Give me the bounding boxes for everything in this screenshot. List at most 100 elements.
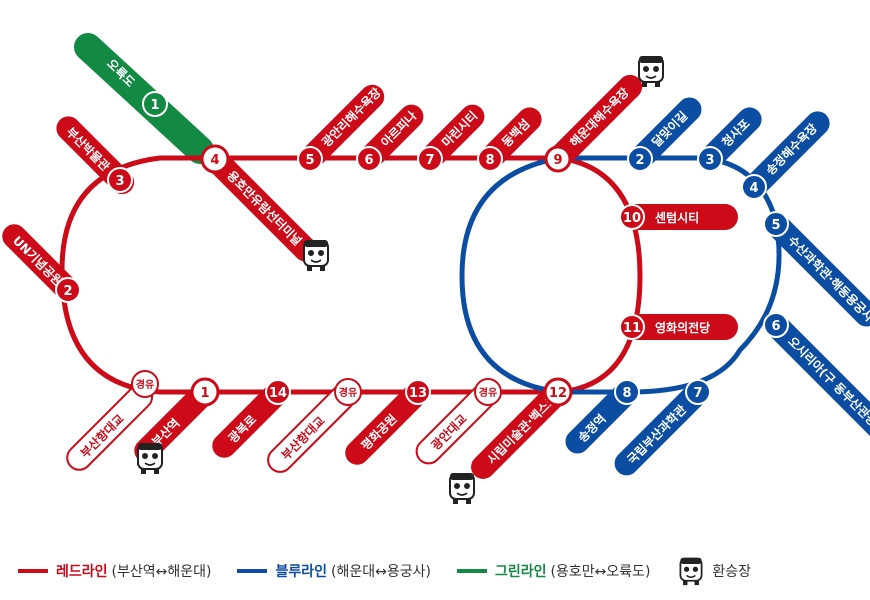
red-pill-2[interactable]: UN기념공원 2	[0, 219, 85, 307]
station-label: 영화의전당	[655, 320, 710, 335]
station-marker	[763, 312, 789, 338]
legend: 레드라인 (부산역↔해운대) 블루라인 (해운대↔용궁사) 그린라인 (용호만↔…	[18, 556, 858, 586]
blue-pill-6[interactable]: 오시리아(구 동부산관광단지) 6	[760, 309, 870, 460]
legend-red: 레드라인 (부산역↔해운대)	[18, 561, 211, 581]
legend-green-route: (용호만↔오륙도)	[550, 564, 651, 580]
station-marker	[405, 379, 431, 405]
legend-red-name: 레드라인	[56, 564, 108, 580]
station-marker	[200, 144, 230, 174]
label-pill	[620, 204, 738, 230]
station-marker	[474, 378, 502, 406]
station-marker	[356, 146, 382, 172]
station-marker	[543, 377, 573, 407]
legend-green-name: 그린라인	[494, 564, 547, 580]
station-marker	[297, 146, 323, 172]
label-pill	[204, 148, 318, 262]
bus-face-icon	[638, 55, 664, 88]
station-number: 3	[705, 153, 714, 168]
station-marker	[619, 204, 645, 230]
station-marker	[417, 146, 443, 172]
bus-face-icon	[449, 472, 475, 505]
legend-transfer-name: 환승장	[712, 564, 752, 580]
station-number: 14	[269, 386, 287, 401]
station-number: 8	[485, 153, 494, 168]
bus-face-icon	[303, 239, 329, 272]
bus-face-icon	[679, 556, 703, 586]
station-number: 8	[622, 386, 631, 401]
station-number: 1	[200, 386, 209, 401]
station-marker	[55, 277, 81, 303]
label-pill	[620, 314, 738, 340]
legend-blue-name: 블루라인	[275, 564, 327, 580]
label-pill	[345, 384, 426, 465]
legend-red-route: (부산역↔해운대)	[111, 564, 212, 580]
red-line-swatch	[18, 569, 48, 573]
label-pill	[547, 74, 643, 170]
station-label: 센텀시티	[655, 210, 699, 225]
via-pill-3[interactable]: 광안대교 경유	[412, 378, 503, 469]
station-label: 해운대해수욕장	[566, 85, 631, 150]
station-number: 1	[150, 98, 159, 113]
station-marker	[697, 146, 723, 172]
label-pill	[743, 111, 830, 198]
station-number: 4	[749, 181, 758, 196]
station-marker	[477, 146, 503, 172]
blue-pill-8[interactable]: 송정역 8	[561, 376, 643, 458]
station-marker	[334, 378, 362, 406]
blue-line-swatch	[237, 569, 268, 573]
station-marker	[544, 145, 572, 173]
legend-blue-route: (해운대↔용궁사)	[331, 564, 431, 580]
label-pill	[299, 84, 385, 170]
bus-face-icon	[137, 442, 163, 475]
station-number: 5	[305, 153, 314, 168]
blue-line-track-loop	[459, 155, 561, 395]
station-marker	[190, 377, 220, 407]
via-pill-1[interactable]: 부산항대교 경유	[62, 370, 159, 475]
station-number: 7	[693, 386, 702, 401]
station-number: 6	[364, 153, 373, 168]
station-number: 경유	[339, 386, 357, 399]
legend-blue: 블루라인 (해운대↔용궁사)	[237, 561, 431, 581]
station-number: 7	[425, 153, 434, 168]
station-label: 용호만유람선터미널	[224, 167, 305, 248]
station-number: 3	[115, 174, 124, 189]
station-number: 5	[771, 218, 780, 233]
station-number: 11	[623, 321, 641, 336]
station-number: 12	[549, 386, 567, 401]
blue-pill-2[interactable]: 달맞이길 2	[624, 93, 706, 175]
station-label: UN기념공원	[10, 233, 66, 289]
label-pill	[471, 379, 570, 479]
station-number: 경유	[479, 386, 497, 399]
red-pill-11[interactable]: 영화의전당 11	[619, 314, 738, 340]
station-marker	[619, 314, 645, 340]
station-marker	[763, 211, 789, 237]
station-marker	[265, 379, 291, 405]
red-pill-10[interactable]: 센텀시티 10	[619, 204, 738, 230]
station-number: 경유	[136, 378, 154, 391]
legend-transfer: 환승장	[676, 556, 751, 586]
station-marker	[142, 91, 168, 117]
label-pill	[765, 213, 870, 327]
station-marker	[614, 379, 640, 405]
station-marker	[685, 379, 711, 405]
station-number: 9	[553, 153, 562, 168]
blue-pill-3[interactable]: 청사포 3	[694, 102, 766, 174]
route-map: 1 오륙도 광안리해수욕장 5 아르피나 6 마린시티 7 동백섬 8 해운대해…	[0, 33, 870, 505]
station-marker	[627, 146, 653, 172]
green-line-swatch	[456, 569, 487, 573]
station-marker	[107, 167, 133, 193]
station-label: 국립부산과학관	[624, 402, 689, 467]
label-pill	[765, 314, 870, 456]
station-marker	[741, 174, 767, 200]
station-label: 송정해수욕장	[762, 120, 819, 177]
station-number: 13	[409, 386, 427, 401]
legend-green: 그린라인 (용호만↔오륙도)	[456, 561, 651, 581]
station-number: 4	[210, 153, 219, 168]
station-number: 2	[63, 284, 72, 299]
station-number: 10	[623, 211, 641, 226]
station-marker	[131, 370, 159, 398]
station-number: 6	[771, 319, 780, 334]
station-label: 수산과학관·해동용궁사	[785, 232, 870, 324]
red-line-track-right	[559, 155, 643, 395]
label-pill	[614, 379, 710, 476]
